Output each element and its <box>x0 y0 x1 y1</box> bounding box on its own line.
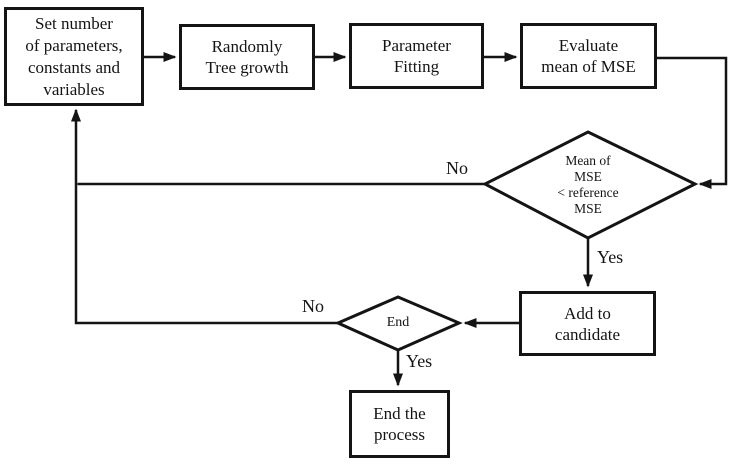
decision-diamond-end <box>334 295 463 352</box>
process-box-evaluate-mse: Evaluate mean of MSE <box>520 23 657 89</box>
branch-label-mse-no: No <box>446 158 468 178</box>
decision-label-end: End <box>386 315 410 330</box>
decision-label-mse: Mean of MSE < reference MSE <box>557 153 619 216</box>
process-box-end-the-process: End the process <box>349 390 450 458</box>
decision-diamond-mse <box>481 130 699 240</box>
branch-label-end-yes: Yes <box>406 351 433 371</box>
edge-enddecision-no-return <box>71 108 338 325</box>
branch-label-end-no: No <box>302 296 324 316</box>
branch-label-mse-yes: Yes <box>597 247 624 267</box>
process-box-set-parameters: Set number of parameters, constants and … <box>4 7 144 106</box>
process-box-parameter-fitting: Parameter Fitting <box>349 23 484 89</box>
edge-evaluate-to-msedecision <box>657 56 728 189</box>
process-box-add-to-candidate: Add to candidate <box>519 291 656 356</box>
process-box-random-tree-growth: Randomly Tree growth <box>179 24 315 90</box>
